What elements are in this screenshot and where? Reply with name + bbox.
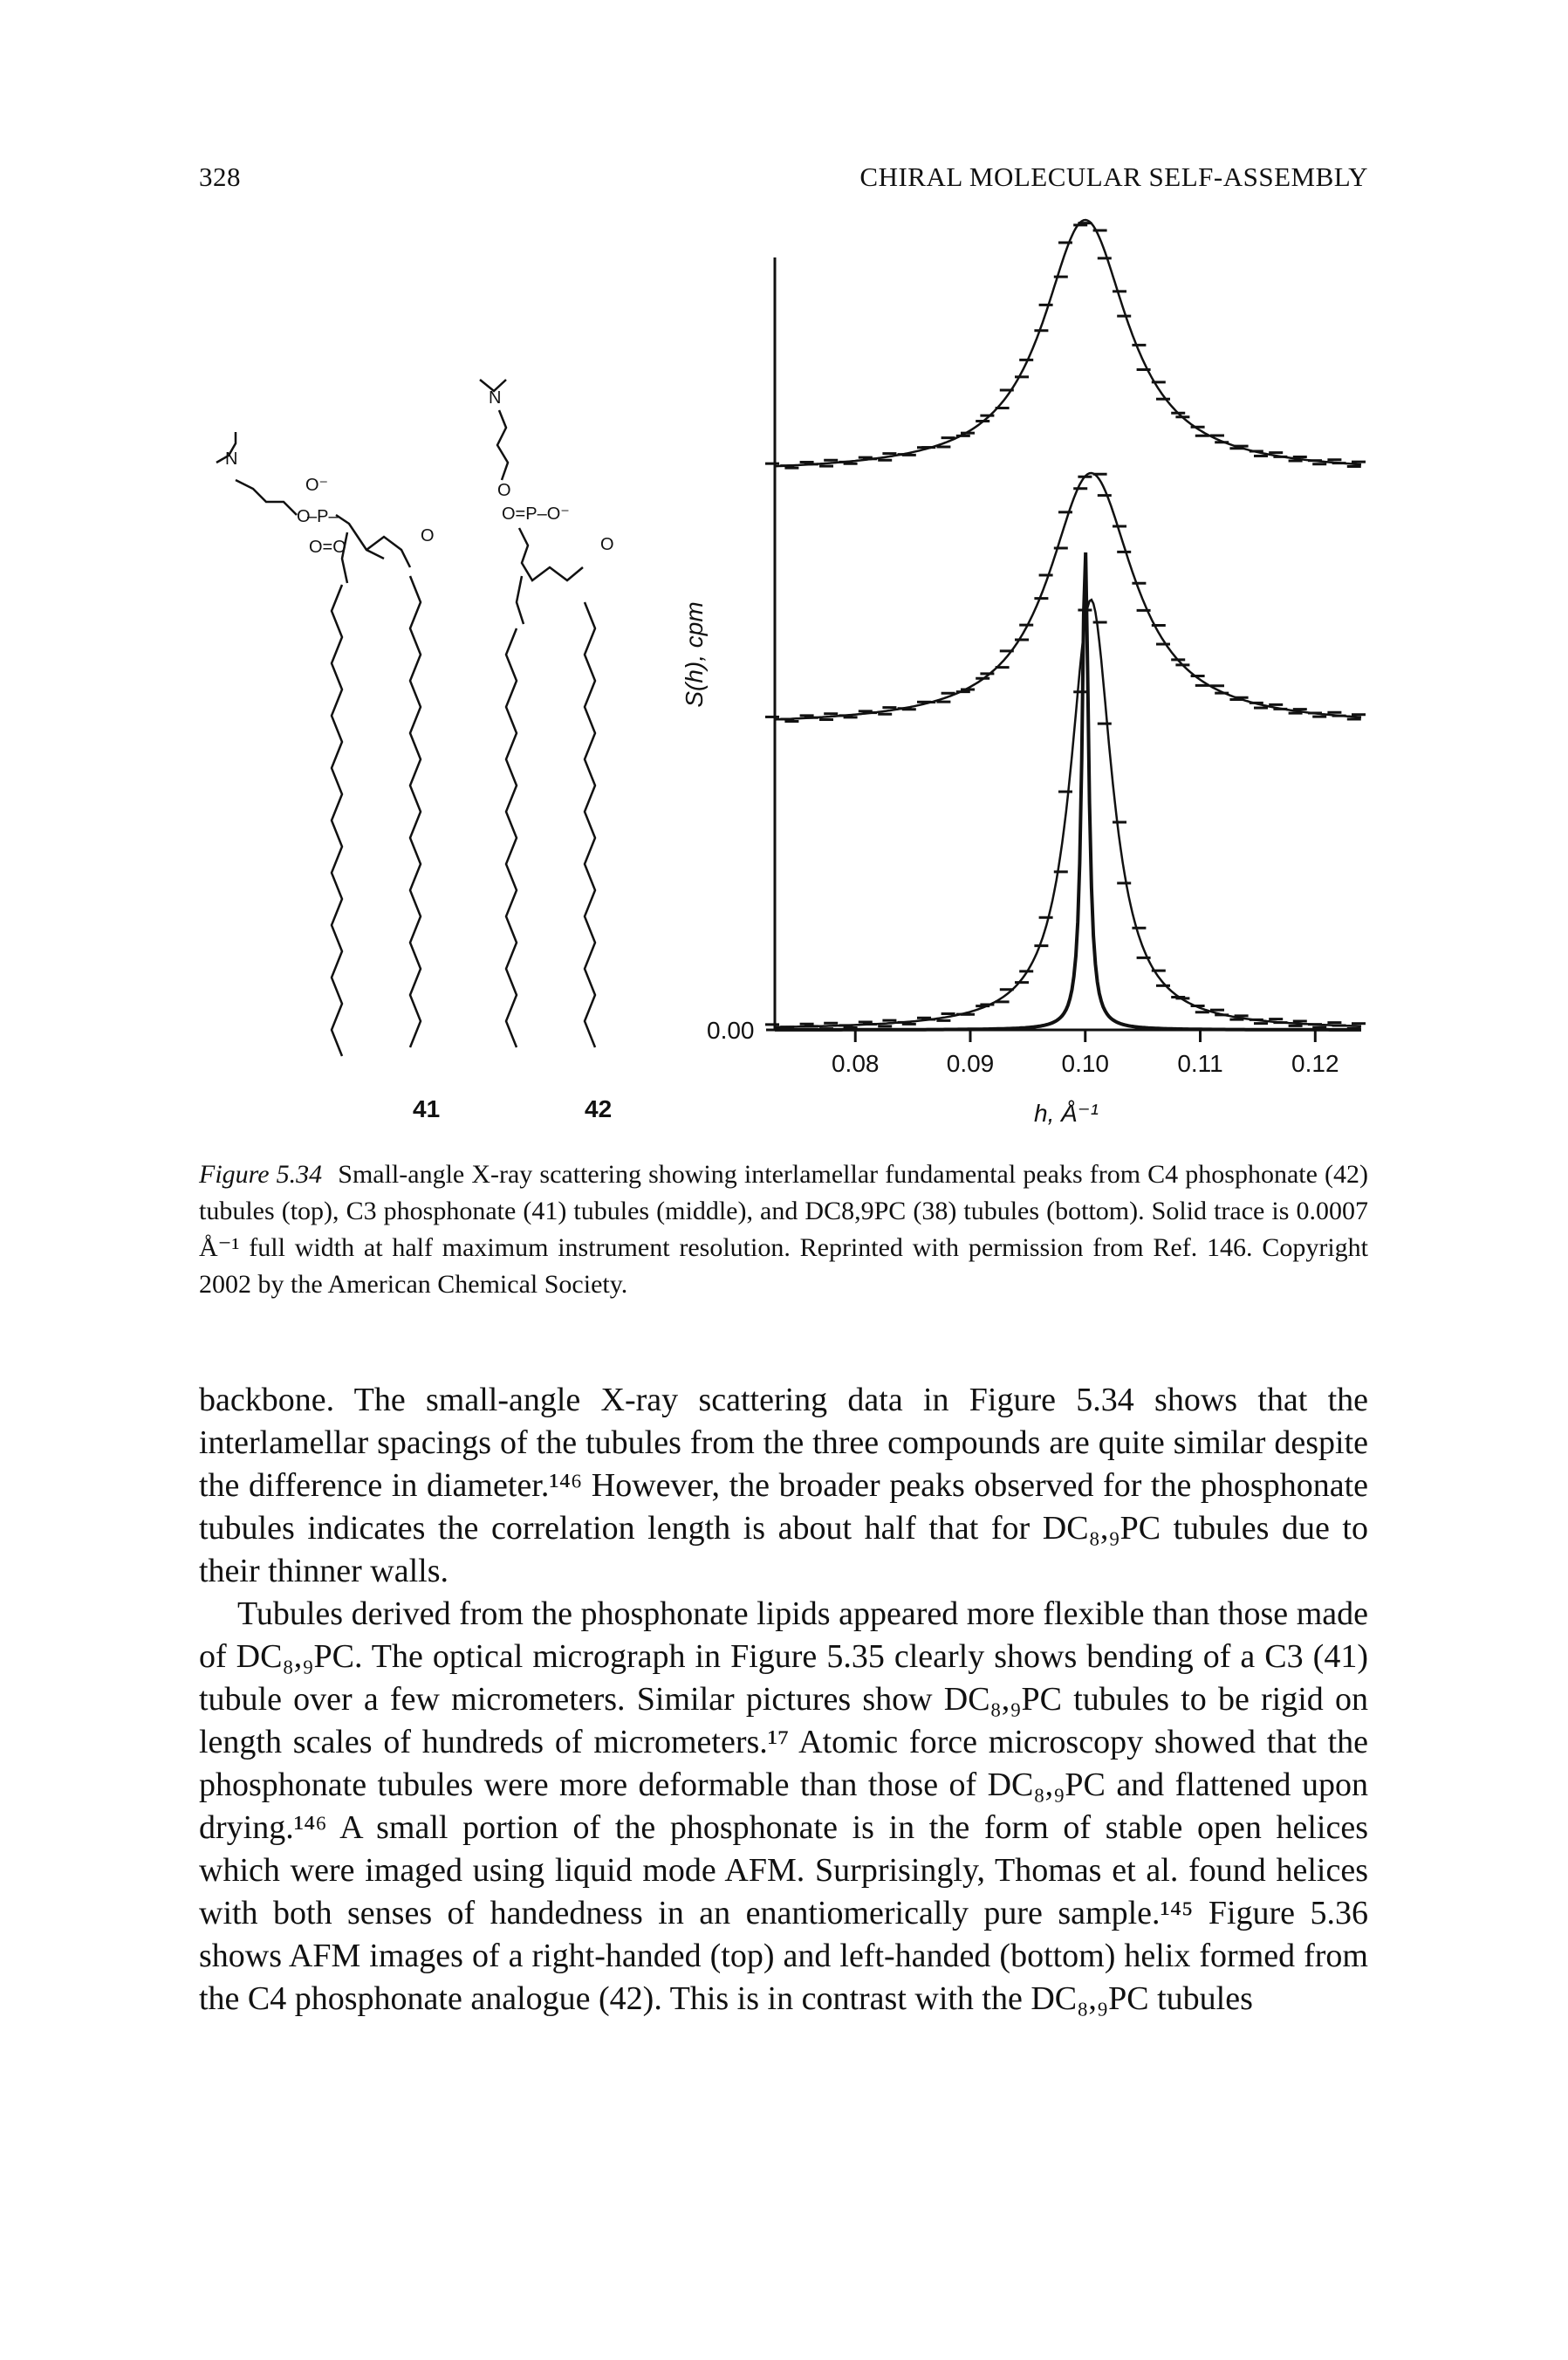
- svg-text:N: N: [489, 388, 501, 408]
- series-line-0: [774, 218, 1362, 468]
- x-tick-label-0: 0.08: [832, 1050, 880, 1077]
- body-text: backbone. The small-angle X-ray scatteri…: [199, 1379, 1368, 2020]
- svg-text:O=P–O⁻: O=P–O⁻: [502, 504, 570, 524]
- structure-41: N O O⁻ –P– O=O O: [216, 432, 435, 1057]
- x-tick-label-2: 0.10: [1062, 1050, 1110, 1077]
- svg-text:O: O: [421, 526, 435, 545]
- caption-text: Small-angle X-ray scattering showing int…: [199, 1160, 1368, 1299]
- running-title: CHIRAL MOLECULAR SELF-ASSEMBLY: [859, 161, 1368, 192]
- series-line-2: [774, 598, 1361, 1029]
- structure-42: N O O=P–O⁻ O: [479, 379, 614, 1048]
- y-axis-label: S(h), cpm: [681, 601, 708, 707]
- series-line-1: [774, 471, 1362, 721]
- figure-5-34: N O O⁻ –P– O=O O N O O=P–O⁻ O: [0, 0, 1568, 1135]
- figure-svg: N O O⁻ –P– O=O O N O O=P–O⁻ O: [216, 218, 1366, 1127]
- x-tick-label-1: 0.09: [947, 1050, 995, 1077]
- x-ticks: 0.08 0.09 0.10 0.11 0.12: [832, 1030, 1339, 1077]
- series-line-3: [775, 552, 1361, 1032]
- trimethylammonium-41: [216, 432, 237, 464]
- svg-text:–P–: –P–: [307, 507, 339, 526]
- page-number: 328: [199, 161, 241, 192]
- x-tick-label-4: 0.12: [1291, 1050, 1339, 1077]
- compound-label-42: 42: [585, 1095, 612, 1122]
- svg-text:O: O: [600, 535, 614, 554]
- paragraph-1: backbone. The small-angle X-ray scatteri…: [199, 1382, 1368, 1589]
- figure-label: Figure 5.34: [199, 1160, 323, 1189]
- paragraph-2: Tubules derived from the phosphonate lip…: [199, 1595, 1368, 2017]
- compound-label-41: 41: [413, 1095, 440, 1122]
- svg-text:O: O: [297, 507, 311, 526]
- svg-text:O: O: [497, 481, 511, 500]
- x-tick-label-3: 0.11: [1177, 1050, 1222, 1077]
- svg-text:N: N: [225, 449, 237, 469]
- svg-text:O=O: O=O: [309, 538, 346, 557]
- figure-caption: Figure 5.34 Small-angle X-ray scattering…: [199, 1156, 1368, 1303]
- svg-text:O⁻: O⁻: [305, 476, 328, 495]
- x-axis-label: h, Å⁻¹: [1034, 1100, 1099, 1127]
- y-tick-label-0: 0.00: [707, 1017, 755, 1044]
- series-layer: [765, 218, 1366, 1032]
